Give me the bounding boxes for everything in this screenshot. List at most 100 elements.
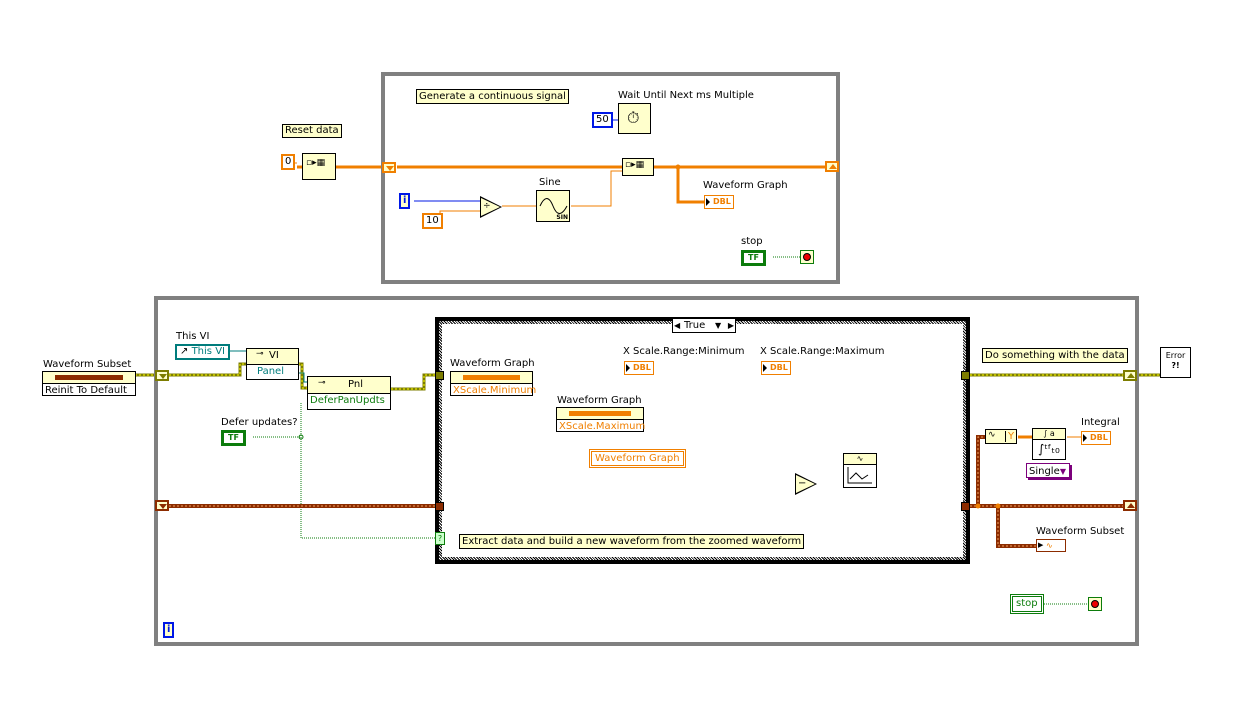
waveform-shift-register-right[interactable]: [1123, 500, 1137, 511]
reset-constant[interactable]: 0: [281, 154, 296, 170]
case-selector[interactable]: ◀ True ▼ ▶: [672, 318, 736, 333]
reinit-method[interactable]: Reinit To Default: [45, 385, 127, 396]
initialize-array-node[interactable]: ▫▸▦: [302, 153, 336, 180]
pnl-property-defer[interactable]: DeferPanUpdts: [310, 395, 385, 406]
sine-node[interactable]: SIN: [536, 190, 570, 222]
error-handler-node[interactable]: Error?!: [1160, 347, 1191, 378]
terminal-arrow-icon: ▶: [1038, 541, 1044, 549]
key-icon: ⊸: [256, 349, 264, 359]
waveform-subset-indicator[interactable]: ∿ ▶: [1036, 539, 1066, 552]
iteration-terminal-top: i: [399, 193, 411, 209]
defer-updates-label: Defer updates?: [221, 417, 298, 428]
shift-register-right-top[interactable]: [825, 161, 839, 172]
sine-label: Sine: [539, 177, 561, 188]
range-min-terminal[interactable]: DBL: [624, 361, 654, 375]
divide-glyph: ÷: [483, 201, 491, 211]
wait-ms-node[interactable]: ⏱: [618, 103, 651, 134]
reference-arrow-icon: ↗: [180, 346, 189, 357]
error-bubble-icon: Error: [1165, 351, 1186, 360]
waveform-subset-node[interactable]: ∿: [843, 453, 877, 488]
waveform-subset-label: Waveform Subset: [43, 359, 132, 370]
waveform-shift-register-left[interactable]: [155, 500, 169, 511]
integral-node[interactable]: ∫ a ∫ᵗᶠₜ₀: [1032, 428, 1066, 460]
xscale-maximum-property[interactable]: XScale.Maximum: [559, 421, 646, 432]
sine-glyph: SIN: [556, 214, 568, 221]
comment-extract-data: Extract data and build a new waveform fr…: [459, 534, 805, 549]
subtract-node-fill: [796, 475, 815, 493]
decrement-arrow-icon[interactable]: ◀: [674, 321, 681, 330]
wait-ms-constant[interactable]: 50: [592, 112, 613, 128]
pnl-node-title: Pnl: [348, 379, 363, 390]
loop-condition-bottom[interactable]: [1088, 597, 1102, 611]
graph-node2-label: Waveform Graph: [557, 395, 642, 406]
waveform-icon: ∿: [844, 454, 876, 465]
stop-terminal-top[interactable]: TF: [741, 250, 766, 266]
property-node-vi[interactable]: VI ⊸ Panel: [246, 348, 299, 380]
waveform-tunnel-out: [961, 502, 970, 511]
dropdown-arrow-icon[interactable]: ▼: [1059, 467, 1066, 476]
reset-data-label: Reset data: [282, 124, 342, 138]
waveform-graph-terminal-top[interactable]: DBL: [704, 195, 734, 209]
increment-arrow-icon[interactable]: ▶: [727, 321, 734, 330]
range-min-label: X Scale.Range:Minimum: [623, 346, 745, 357]
range-max-label: X Scale.Range:Maximum: [760, 346, 885, 357]
build-array-node[interactable]: ▫▸▦: [622, 158, 654, 176]
wait-label: Wait Until Next ms Multiple: [618, 90, 754, 101]
waveform-icon: ∿: [988, 430, 996, 440]
this-vi-label: This VI: [176, 331, 210, 342]
invoke-node-reinit[interactable]: Reinit To Default: [42, 371, 136, 396]
subtract-glyph: −: [798, 478, 807, 489]
waveform-tunnel-in: [435, 502, 444, 511]
xscale-minimum-property[interactable]: XScale.Minimum: [453, 385, 537, 396]
iteration-terminal-bottom: i: [163, 622, 175, 638]
divide-node-fill: [481, 198, 500, 216]
stop-label-top: stop: [741, 236, 763, 247]
case-structure[interactable]: [435, 317, 970, 564]
this-vi-text: This VI: [191, 346, 225, 357]
stop-button-bottom[interactable]: stop: [1010, 594, 1044, 614]
property-node-pnl[interactable]: Pnl ⊸ DeferPanUpdts: [307, 376, 391, 410]
defer-updates-terminal[interactable]: TF: [221, 430, 246, 446]
build-array-icon: ▫▸▦: [625, 160, 645, 170]
integral-terminal[interactable]: DBL: [1081, 431, 1111, 445]
vi-node-title: VI: [269, 350, 279, 361]
graph-property-node-min[interactable]: XScale.Minimum: [450, 371, 537, 396]
loop-condition-top[interactable]: [800, 250, 814, 264]
graph-property-node-max[interactable]: XScale.Maximum: [556, 407, 646, 432]
initialize-array-icon: ▫▸▦: [306, 158, 326, 168]
subset-plot-icon: [847, 467, 872, 484]
waveform-graph-local-variable[interactable]: Waveform Graph: [589, 449, 686, 468]
case-selector-value: True: [684, 320, 706, 331]
error-tunnel-out: [961, 371, 970, 380]
key-icon: ⊸: [318, 378, 326, 388]
precision-value: Single: [1029, 466, 1060, 477]
bottom-while-loop[interactable]: [154, 296, 1139, 646]
error-shift-register-right[interactable]: [1123, 370, 1137, 381]
wire-graph: [676, 167, 705, 204]
metronome-icon: ⏱: [627, 108, 640, 127]
precision-select[interactable]: Single ▼: [1026, 463, 1070, 478]
comment-generate-signal: Generate a continuous signal: [416, 89, 569, 104]
graph-node1-label: Waveform Graph: [450, 358, 535, 369]
shift-register-left-top[interactable]: [382, 162, 396, 173]
divisor-constant[interactable]: 10: [422, 213, 443, 229]
dropdown-arrow-icon[interactable]: ▼: [715, 321, 722, 330]
range-max-terminal[interactable]: DBL: [761, 361, 791, 375]
get-waveform-y-node[interactable]: ∿ Y: [985, 429, 1017, 444]
waveform-graph-label-top: Waveform Graph: [703, 180, 788, 191]
integral-label: Integral: [1081, 417, 1120, 428]
integral-icon: ∫ᵗᶠₜ₀: [1038, 442, 1060, 456]
error-shift-register-left[interactable]: [155, 370, 169, 381]
sine-wave-icon: [539, 198, 568, 214]
integral-func-top: ∫ a: [1033, 429, 1065, 440]
comment-do-something: Do something with the data: [982, 348, 1128, 363]
get-y-label: Y: [1005, 431, 1014, 442]
vi-property-panel[interactable]: Panel: [257, 366, 284, 377]
waveform-subset-out-label: Waveform Subset: [1036, 526, 1125, 537]
error-tunnel-in: [435, 371, 444, 380]
case-selector-terminal[interactable]: ?: [435, 532, 445, 545]
stop-label-bottom: stop: [1016, 598, 1038, 609]
local-variable-label: Waveform Graph: [595, 453, 680, 464]
this-vi-constant[interactable]: ↗ This VI: [175, 344, 230, 360]
top-while-loop[interactable]: [381, 72, 840, 284]
